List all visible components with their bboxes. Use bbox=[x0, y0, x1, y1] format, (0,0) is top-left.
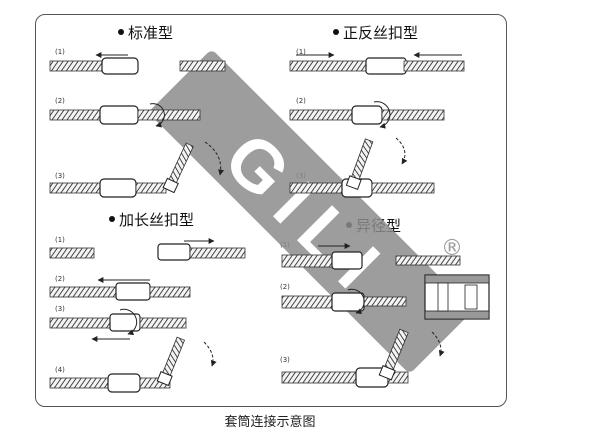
step-label-standard-1: (1) bbox=[55, 48, 65, 56]
section-title-standard-text: 标准型 bbox=[128, 24, 173, 42]
extended-step-2 bbox=[49, 277, 191, 301]
step-label-reducer-2: (2) bbox=[280, 283, 290, 291]
standard-step-3 bbox=[49, 141, 224, 198]
extended-step-3 bbox=[49, 308, 187, 342]
extended-step-1 bbox=[49, 238, 246, 261]
step-label-standard-3: (3) bbox=[55, 172, 65, 180]
reverse-step-2 bbox=[289, 101, 445, 129]
reverse-step-3 bbox=[289, 137, 435, 198]
reverse-step-1 bbox=[289, 52, 465, 75]
section-title-extended: 加长丝扣型 bbox=[109, 211, 194, 229]
step-label-extended-2: (2) bbox=[55, 275, 65, 283]
step-label-extended-3: (3) bbox=[55, 305, 65, 313]
step-label-extended-4: (4) bbox=[55, 366, 65, 374]
step-label-reverse-1: (1) bbox=[296, 48, 306, 56]
section-title-reverse-text: 正反丝扣型 bbox=[343, 24, 418, 42]
registered-mark: ® bbox=[441, 236, 463, 261]
standard-step-1 bbox=[49, 52, 226, 75]
reducer-coupler-section-view bbox=[424, 274, 490, 320]
diagram-caption: 套筒连接示意图 bbox=[224, 414, 315, 430]
section-title-standard: 标准型 bbox=[118, 24, 173, 42]
diagram-border bbox=[35, 14, 507, 407]
step-label-reducer-3: (3) bbox=[280, 356, 290, 364]
step-label-standard-2: (2) bbox=[55, 97, 65, 105]
extended-step-4 bbox=[49, 336, 217, 393]
reducer-step-3 bbox=[281, 328, 445, 388]
step-label-extended-1: (1) bbox=[55, 236, 65, 244]
step-label-reverse-2: (2) bbox=[296, 97, 306, 105]
section-title-extended-text: 加长丝扣型 bbox=[119, 211, 194, 229]
standard-step-2 bbox=[49, 103, 201, 128]
section-title-reverse: 正反丝扣型 bbox=[333, 24, 418, 42]
reducer-step-2 bbox=[281, 288, 407, 315]
reducer-step-1 bbox=[281, 243, 461, 270]
gili-watermark-logo: GILI ® bbox=[150, 51, 471, 372]
